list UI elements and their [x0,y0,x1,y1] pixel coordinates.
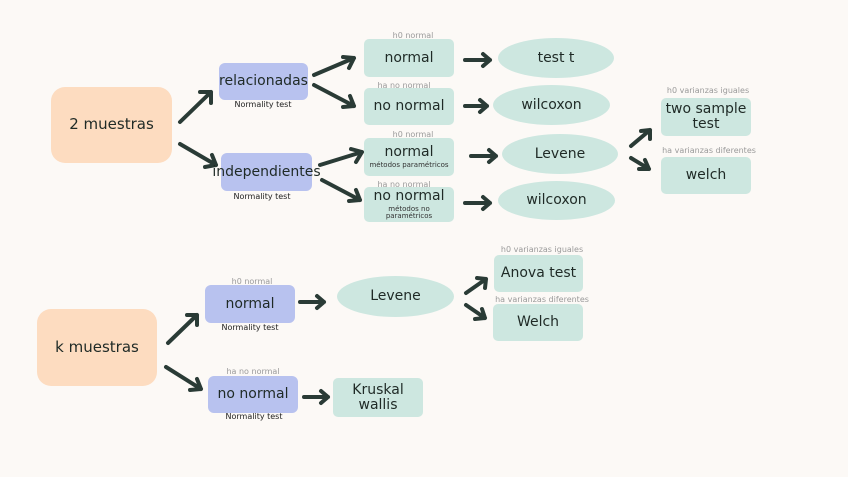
caption-normality-k-normal: Normality test [221,323,279,332]
node-wilcoxon-rel: wilcoxon [493,85,610,125]
node-levene-k: Levene [337,276,454,317]
node-rel-normal-label: normal [384,49,434,66]
node-welch-ind: welch [661,157,751,194]
node-k-normal: normal [205,285,295,323]
node-k-no-normal: no normal [208,376,298,413]
node-levene-ind: Levene [502,134,618,174]
label-h0-normal-k: h0 normal [231,277,273,286]
node-welch-k: Welch [493,304,583,341]
node-rel-normal: normal [364,39,454,77]
node-welch-ind-label: welch [685,167,727,184]
caption-normality-independientes: Normality test [233,192,291,201]
arrow-normal-testt [463,52,492,68]
arrow-relacionadas-nonormal [312,83,356,109]
node-independientes-label: independientes [212,163,321,180]
node-rel-no-normal: no normal [364,88,454,125]
node-levene-k-label: Levene [370,288,421,305]
node-levene-ind-label: Levene [534,145,586,162]
caption-normality-relacionadas: Normality test [234,100,292,109]
node-k-normal-label: normal [225,295,275,312]
node-ind-no-normal: no normal métodos no paramétricos [364,187,454,222]
node-2-muestras: 2 muestras [51,87,172,163]
label-ha-no-normal-ind: ha no normal [377,180,431,189]
arrow-relacionadas-normal [312,55,356,77]
arrow-levene-welch [629,156,651,171]
arrow-independientes-nonormal [320,178,362,203]
node-k-no-normal-label: no normal [217,386,289,403]
node-rel-no-normal-label: no normal [373,98,445,115]
node-wilcoxon-ind: wilcoxon [498,181,615,220]
arrow-2muestras-independientes [178,142,218,169]
node-ind-no-normal-sub: métodos no paramétricos [385,204,433,220]
arrow-knormal-levene [298,294,326,310]
node-test-t: test t [498,38,614,78]
label-ha-varianzas-diferentes: ha varianzas diferentes [662,146,756,155]
caption-normality-k-no-normal: Normality test [225,412,283,421]
node-independientes: independientes [212,153,321,191]
arrow-levenek-anova [464,276,488,295]
node-relacionadas-label: relacionadas [219,73,308,90]
arrow-knonormal-kruskal [302,389,330,405]
node-kruskal-wallis-label: Kruskal wallis [352,381,404,413]
arrow-indnormal-levene [469,148,498,164]
node-ind-normal-sub: métodos paramétricos [369,160,449,169]
node-relacionadas: relacionadas [219,63,308,100]
label-h0-varianzas-iguales-k: h0 varianzas iguales [500,245,584,254]
node-welch-k-label: Welch [516,314,560,331]
node-k-muestras: k muestras [37,309,157,386]
node-test-t-label: test t [537,49,575,66]
node-ind-no-normal-label: no normal [373,187,445,204]
arrow-independientes-normal [318,147,364,167]
arrow-indnonormal-wilcoxon [463,195,492,211]
label-h0-normal-rel: h0 normal [392,31,434,40]
node-anova-test: Anova test [494,255,583,292]
label-ha-no-normal-k: ha no normal [226,367,280,376]
node-wilcoxon-rel-label: wilcoxon [521,96,582,113]
arrow-2muestras-relacionadas [178,90,213,124]
node-ind-normal: normal métodos paramétricos [364,138,454,176]
node-k-muestras-label: k muestras [55,337,139,356]
node-ind-normal-label: normal [384,143,434,160]
node-two-sample-test: two sample test [661,98,751,136]
node-kruskal-wallis: Kruskal wallis [333,378,423,417]
label-ha-varianzas-diferentes-k: ha varianzas diferentes [495,295,589,304]
node-wilcoxon-ind-label: wilcoxon [526,192,587,209]
arrow-levenek-welch [464,303,487,321]
node-anova-test-label: Anova test [500,265,577,282]
label-h0-varianzas-iguales: h0 varianzas iguales [666,86,750,95]
label-ha-no-normal-rel: ha no normal [377,81,431,90]
arrow-kmuestras-normal [166,313,199,345]
node-two-sample-test-label: two sample test [665,101,747,132]
arrow-nonormal-wilcoxon [463,98,489,114]
label-h0-normal-ind: h0 normal [392,130,434,139]
arrow-kmuestras-nonormal [164,365,203,392]
node-2-muestras-label: 2 muestras [69,115,154,134]
arrow-levene-twosample [629,128,652,148]
